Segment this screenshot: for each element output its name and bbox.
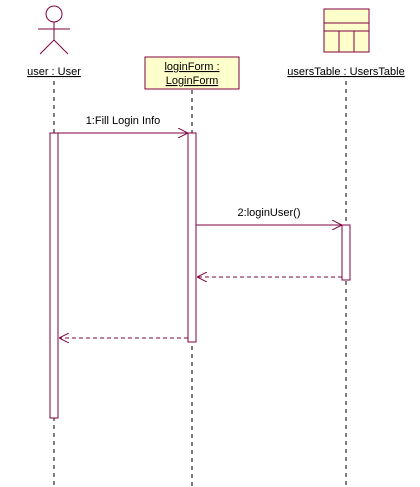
activation-bar-userstable <box>341 224 351 281</box>
actor-icon <box>38 5 70 55</box>
activation-bar-user <box>49 132 59 419</box>
participant-loginform[interactable]: loginForm : LoginForm <box>144 56 240 90</box>
activation-bar-loginform <box>187 132 197 343</box>
participant-label-loginform-line1: loginForm : <box>164 61 219 73</box>
message-label: 2:loginUser() <box>238 207 301 219</box>
participant-userstable[interactable]: usersTable : UsersTable <box>287 8 405 78</box>
participant-label-userstable: usersTable : UsersTable <box>287 66 404 78</box>
message-2[interactable]: 2:loginUser() <box>196 207 342 225</box>
participant-label-user: user : User <box>27 66 81 78</box>
message-1[interactable]: 1:Fill Login Info <box>58 115 188 133</box>
table-icon <box>323 8 370 53</box>
object-box <box>144 56 240 90</box>
participant-label-loginform-line2: LoginForm <box>166 75 219 87</box>
message-label: 1:Fill Login Info <box>86 115 161 127</box>
participant-user[interactable]: user : User <box>27 5 81 78</box>
